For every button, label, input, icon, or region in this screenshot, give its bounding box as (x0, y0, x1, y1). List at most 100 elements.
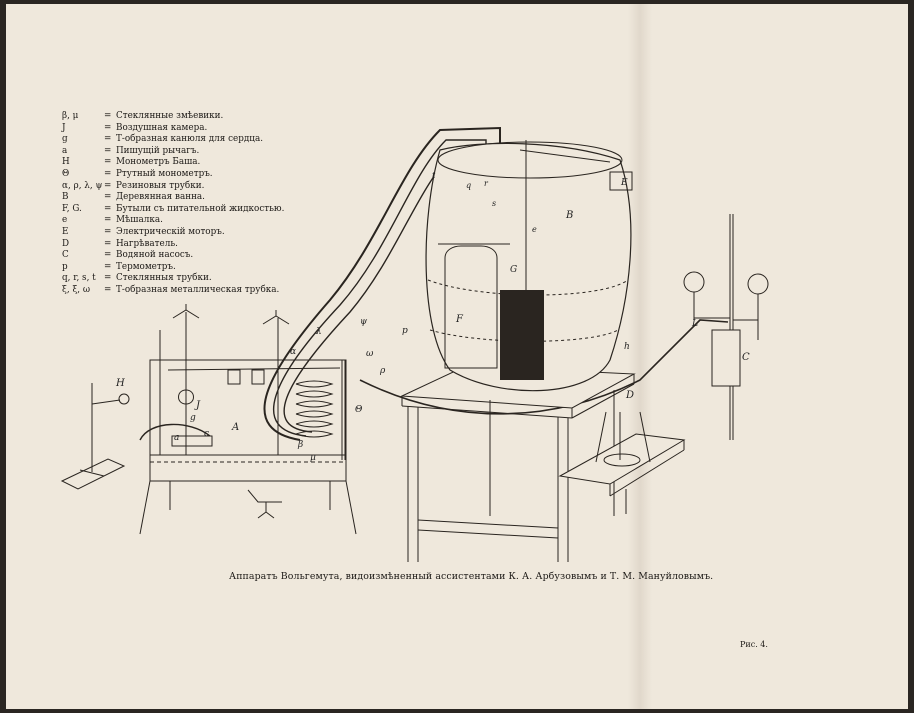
page-fold (628, 4, 652, 709)
figure-caption: Аппаратъ Вольгемута, видоизмѣненный асси… (229, 571, 714, 582)
label-g: g (190, 413, 196, 423)
label-G: G (510, 265, 517, 275)
bath-B (425, 140, 633, 392)
legend-row: J = Воздушная камера. (62, 123, 284, 135)
legend-description: Стеклянные змѣевики. (116, 111, 224, 121)
legend-description: Воздушная камера. (116, 122, 208, 133)
legend: β, μ = Стеклянные змѣевики. J = Воздушная кам… (62, 111, 284, 297)
label-L: L (691, 319, 698, 329)
legend-row: D = Нагрѣватель. (62, 239, 284, 251)
legend-symbol: J (62, 122, 66, 133)
legend-row: E = Электрическій моторъ. (62, 227, 284, 239)
label-s: s (492, 199, 496, 208)
legend-equals: = (104, 134, 112, 145)
legend-description: Монометръ Баша. (116, 157, 201, 168)
legend-symbol: q, r, s, t (62, 273, 96, 284)
legend-row: q, r, s, t = Стеклянныя трубки. (62, 273, 284, 285)
label-B: B (565, 210, 573, 221)
legend-row: C = Водяной насосъ. (62, 250, 284, 262)
label-beta: β (297, 440, 303, 450)
label-h: h (624, 342, 630, 352)
label-a: a (174, 433, 179, 443)
label-mu: μ (310, 453, 316, 463)
label-D: D (625, 390, 634, 401)
legend-description: Т-образная металлическая трубка. (116, 284, 280, 295)
legend-description: Резиновыя трубки. (116, 180, 205, 191)
legend-symbol: g (62, 134, 68, 145)
legend-description: Термометръ. (116, 261, 176, 272)
legend-description: Стеклянныя трубки. (116, 273, 212, 284)
label-c: c (204, 429, 209, 439)
legend-description: Нагрѣватель. (116, 238, 178, 249)
heart-table-A (139, 304, 357, 535)
legend-equals: = (104, 203, 112, 214)
label-E: E (620, 178, 628, 188)
legend-description: Мѣшалка. (116, 215, 163, 226)
water-pump-C (683, 214, 769, 440)
label-F: F (455, 314, 464, 325)
legend-equals: = (104, 215, 112, 226)
legend-row: p = Термометръ. (62, 262, 284, 274)
legend-description: Пишущій рычагъ. (116, 145, 200, 156)
legend-row: H=Монометръ Баша. (62, 157, 284, 169)
legend-row: α, ρ, λ, ψ= Резиновыя трубки. (62, 181, 284, 193)
side-table (558, 411, 686, 514)
legend-symbol: D (62, 238, 70, 249)
legend-row: F, G. = Бутыли съ питательной жидкостью. (62, 204, 284, 216)
label-r: r (484, 179, 489, 188)
legend-equals: = (104, 238, 112, 249)
label-t: t (432, 171, 436, 180)
label-rho: ρ (379, 366, 386, 376)
legend-equals: = (104, 180, 112, 191)
legend-row: β, μ = Стеклянные змѣевики. (62, 111, 284, 123)
legend-equals: = (104, 226, 112, 237)
legend-symbol: p (62, 261, 68, 272)
legend-equals: = (104, 168, 112, 179)
manometer-stand (60, 383, 130, 490)
legend-symbol: ξ, ξ, ω (62, 284, 91, 295)
legend-equals: = (104, 273, 112, 284)
label-lambda: λ (315, 327, 322, 337)
legend-description: Электрическій моторъ. (116, 226, 225, 237)
legend-symbol: Θ (62, 168, 70, 179)
legend-description: Водяной насосъ. (116, 250, 194, 261)
legend-description: Деревянная ванна. (116, 192, 205, 203)
label-J: J (194, 400, 201, 411)
legend-equals: = (104, 261, 112, 272)
legend-equals: = (104, 157, 112, 168)
legend-equals: = (104, 122, 112, 133)
label-A: A (231, 422, 239, 433)
legend-symbol: α, ρ, λ, ψ (62, 180, 103, 191)
legend-row: g = Т-образная канюля для сердца. (62, 134, 284, 146)
legend-description: Бутыли съ питательной жидкостью. (116, 203, 285, 214)
label-e: e (532, 225, 537, 234)
legend-symbol: E (62, 226, 69, 237)
legend-row: ξ, ξ, ω = Т-образная металлическая трубка. (62, 285, 284, 297)
legend-equals: = (104, 284, 112, 295)
legend-equals: = (104, 145, 112, 156)
legend-row: e = Мѣшалка. (62, 215, 284, 227)
label-H: H (115, 378, 125, 389)
figure-number: Рис. 4. (740, 640, 768, 649)
label-C: C (742, 352, 750, 363)
label-q: q (466, 181, 471, 190)
label-omega: ω (366, 349, 374, 359)
legend-description: Т-образная канюля для сердца. (116, 134, 263, 145)
legend-symbol: F, G. (62, 203, 82, 214)
legend-symbol: β, μ (62, 111, 79, 121)
label-psi: ψ (360, 317, 368, 327)
legend-symbol: e (62, 215, 68, 226)
legend-row: Θ = Ртутный монометръ. (62, 169, 284, 181)
legend-equals: = (104, 192, 112, 203)
legend-row: B=Деревянная ванна. (62, 192, 284, 204)
legend-equals: = (104, 250, 112, 261)
label-p: p (402, 326, 408, 336)
legend-equals: = (104, 111, 112, 121)
glass-coil (295, 360, 346, 460)
legend-symbol: C (62, 250, 69, 261)
legend-row: a = Пишущій рычагъ. (62, 146, 284, 158)
legend-description: Ртутный монометръ. (116, 168, 213, 179)
legend-symbol: a (62, 145, 68, 156)
label-Theta: Θ (355, 405, 363, 415)
